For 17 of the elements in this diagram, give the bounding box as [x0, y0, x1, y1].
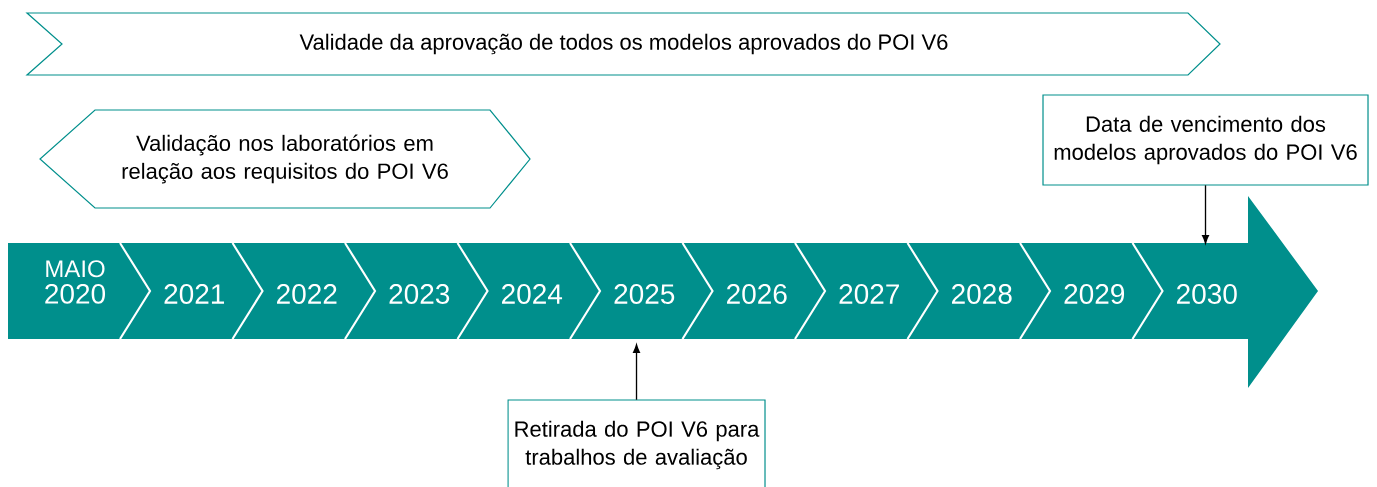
callout-box: Retirada do POI V6 para trabalhos de avaliação	[507, 399, 766, 487]
year-label: 2022	[277, 284, 337, 304]
arrow	[633, 344, 640, 401]
year-label: 2023	[389, 284, 450, 304]
year-label: MAIO 2020	[45, 260, 106, 304]
year-label: 2026	[727, 284, 787, 304]
year-label: 2024	[502, 284, 563, 304]
arrow	[1202, 184, 1209, 244]
year-label: 2021	[164, 284, 224, 304]
year-label: 2027	[839, 284, 899, 304]
year-label: 2025	[614, 284, 675, 304]
callout-box: Data de vencimento dos modelos aprovados do POI V6	[1042, 94, 1369, 186]
hexagon-banner: Validação nos laboratórios em relação aos requisitos do POI V6	[39, 109, 531, 209]
chevron-banner: Validade da aprovação de todos os modelos aprovados do POI V6	[25, 12, 1221, 76]
year-label: 2028	[952, 284, 1012, 304]
year-label: 2029	[1064, 284, 1125, 304]
year-label: 2030	[1177, 284, 1237, 304]
